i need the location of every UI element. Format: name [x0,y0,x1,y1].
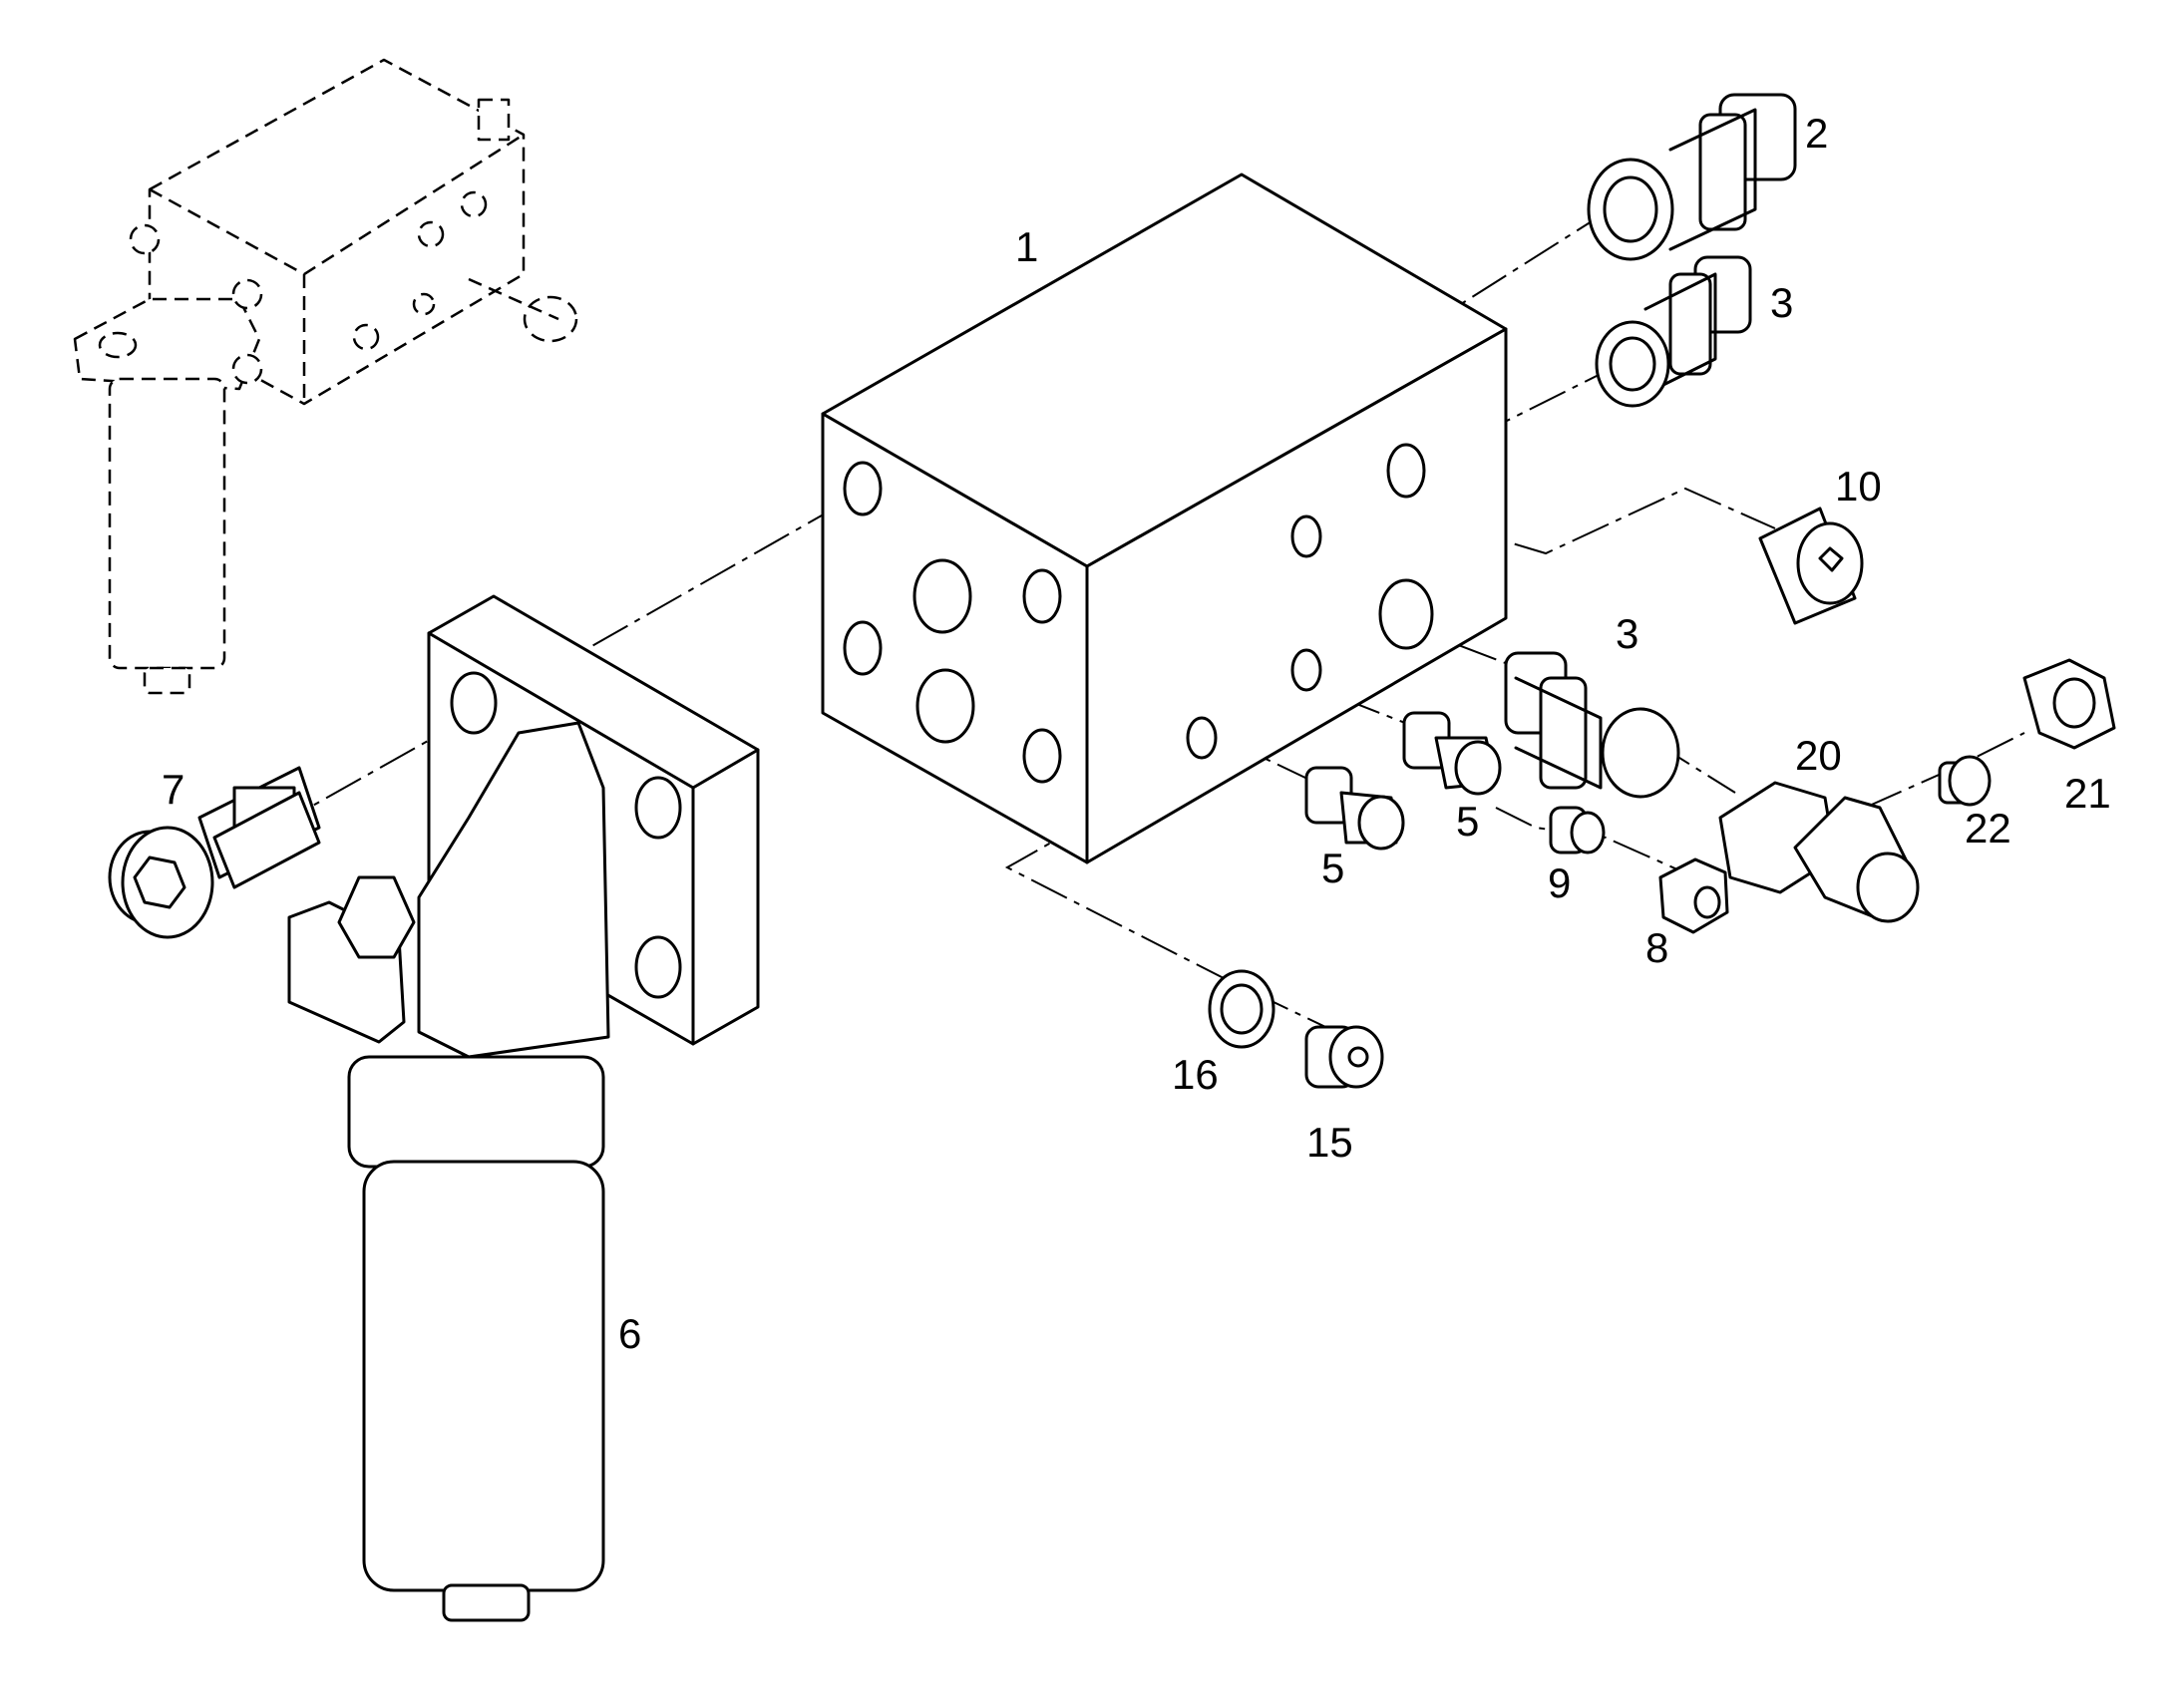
insert-part-22 [1938,755,1992,807]
callout-10: 10 [1835,463,1882,510]
callout-7: 7 [162,766,184,813]
insert-part-9 [1549,806,1606,854]
callout-5-left: 5 [1321,845,1344,891]
callout-5-right: 5 [1456,798,1479,845]
callout-3-upper: 3 [1770,279,1793,326]
ghost-assembly-reference [73,58,578,695]
callout-labels: 1 2 3 10 3 20 21 22 5 5 9 8 16 15 7 6 [162,110,2111,1357]
fitting-part-5-lower [1304,766,1405,851]
callout-16: 16 [1172,1051,1219,1098]
callout-8: 8 [1645,924,1668,971]
fitting-part-2 [1587,93,1797,261]
callout-22: 22 [1965,805,2011,852]
callout-21: 21 [2064,770,2111,817]
nut-part-21 [2022,658,2116,750]
fitting-part-3-lower [1504,651,1680,799]
plug-part-10 [1758,507,1864,625]
cap-screw-part-7 [108,766,321,939]
callout-20: 20 [1795,732,1842,779]
elbow-part-20 [1718,781,1920,923]
filter-part-6 [287,594,760,1622]
callout-15: 15 [1306,1119,1353,1166]
fitting-part-3-upper [1595,255,1752,408]
fitting-part-5-upper [1402,711,1502,796]
callout-3-lower: 3 [1616,610,1638,657]
callout-1: 1 [1015,223,1038,270]
seal-ring-part-16 [1208,969,1275,1049]
callout-9: 9 [1548,859,1571,906]
callout-6: 6 [618,1310,641,1357]
plug-part-15 [1304,1025,1384,1089]
nut-part-8 [1658,857,1729,934]
callout-2: 2 [1805,110,1828,157]
valve-block-part-1 [821,172,1508,864]
